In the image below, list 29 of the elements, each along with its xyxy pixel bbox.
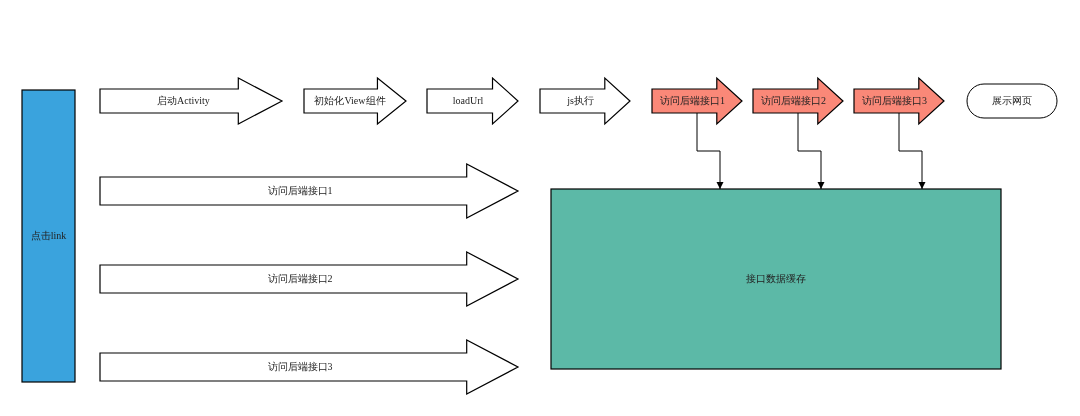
node-label: 接口数据缓存 <box>745 272 807 286</box>
node-label: 展示网页 <box>991 94 1033 108</box>
arrow <box>898 112 926 190</box>
node-label: 访问后端接口1 <box>266 184 334 198</box>
arrow-shape <box>100 252 518 306</box>
node-label: 初始化View组件 <box>313 94 387 108</box>
node-label: 访问后端接口2 <box>760 94 828 108</box>
arrow-shape <box>100 164 518 218</box>
arrow-shape <box>540 78 630 124</box>
arrow-shape <box>100 78 282 124</box>
node-label: 访问后端接口3 <box>861 94 929 108</box>
rounded-terminal <box>967 84 1057 118</box>
node-label: loadUrl <box>451 94 485 108</box>
node-label: 启动Activity <box>155 94 211 108</box>
arrow-shape <box>753 78 843 124</box>
node-label: 访问后端接口2 <box>266 272 334 286</box>
arrow-shape <box>854 78 944 124</box>
node-label: 点击link <box>29 229 68 243</box>
process-box <box>551 189 1001 369</box>
node-label: 访问后端接口3 <box>266 360 334 374</box>
node-label: js执行 <box>566 94 595 108</box>
arrow-shape <box>100 340 518 394</box>
arrow-shape <box>652 78 742 124</box>
arrow-shape <box>427 78 518 124</box>
arrow <box>696 112 724 190</box>
process-box <box>22 90 75 382</box>
node-label: 访问后端接口1 <box>659 94 727 108</box>
arrow <box>797 112 825 190</box>
arrow-shape <box>304 78 406 124</box>
